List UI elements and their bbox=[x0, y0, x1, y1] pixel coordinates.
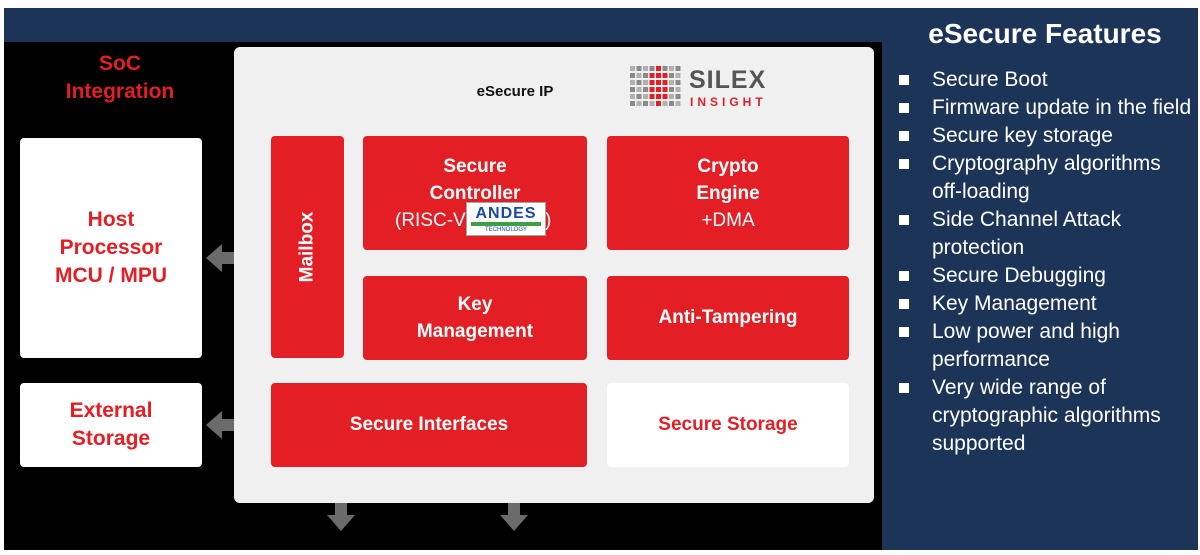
andes-logo: ANDES TECHNOLOGY bbox=[466, 202, 546, 236]
silex-logo-name: SILEX bbox=[689, 66, 767, 94]
mailbox-block: Mailbox bbox=[271, 136, 344, 358]
feature-item: Low power and high performance bbox=[898, 318, 1194, 374]
silex-logo-sub: INSIGHT bbox=[690, 95, 767, 109]
feature-item: Firmware update in the field bbox=[898, 94, 1194, 122]
mailbox-label: Mailbox bbox=[296, 211, 318, 283]
andes-logo-wave bbox=[471, 221, 541, 226]
anti-tampering-block: Anti-Tampering bbox=[607, 276, 849, 360]
host-processor-block: Host Processor MCU / MPU bbox=[20, 138, 202, 358]
soc-label-line: SoC bbox=[99, 52, 141, 75]
crypto-engine-line: Crypto bbox=[697, 155, 759, 177]
host-label-line: Host bbox=[87, 208, 135, 231]
bullet-icon bbox=[899, 215, 909, 225]
feature-item: Secure Debugging bbox=[898, 262, 1194, 290]
feature-item: Key Management bbox=[898, 290, 1194, 318]
feature-text: Cryptography algorithms off-loading bbox=[932, 152, 1161, 203]
feature-text: Firmware update in the field bbox=[932, 96, 1192, 119]
host-label-line: Processor bbox=[59, 236, 163, 259]
bullet-icon bbox=[899, 327, 909, 337]
external-storage-block: External Storage bbox=[20, 383, 202, 467]
bullet-icon bbox=[899, 103, 909, 113]
host-label-line: MCU / MPU bbox=[55, 264, 167, 287]
feature-item: Secure Boot bbox=[898, 66, 1194, 94]
feature-text: Low power and high performance bbox=[932, 320, 1120, 371]
features-title: eSecure Features bbox=[928, 18, 1162, 49]
secure-storage-block: Secure Storage bbox=[607, 383, 849, 467]
crypto-engine-dma: +DMA bbox=[701, 209, 755, 231]
andes-logo-name: ANDES bbox=[475, 204, 537, 222]
feature-item: Side Channel Attack protection bbox=[898, 206, 1194, 262]
anti-tampering-label: Anti-Tampering bbox=[658, 307, 798, 328]
feature-item: Very wide range of cryptographic algorit… bbox=[898, 374, 1194, 458]
silex-logo-icon bbox=[630, 66, 681, 106]
feature-item: Secure key storage bbox=[898, 122, 1194, 150]
secure-interfaces-label: Secure Interfaces bbox=[349, 414, 509, 435]
crypto-engine-block: Crypto Engine +DMA bbox=[607, 136, 849, 250]
secure-controller-line: Secure bbox=[443, 155, 507, 177]
bullet-icon bbox=[899, 299, 909, 309]
soc-integration-label: SoC Integration bbox=[40, 50, 200, 106]
andes-logo-sub: TECHNOLOGY bbox=[484, 226, 527, 233]
external-label-line: External bbox=[69, 399, 153, 422]
feature-text: Secure Boot bbox=[932, 68, 1048, 91]
feature-text: Secure Debugging bbox=[932, 264, 1106, 287]
soc-label-line: Integration bbox=[65, 80, 175, 103]
bullet-icon bbox=[899, 383, 909, 393]
feature-text: Secure key storage bbox=[932, 124, 1113, 147]
key-management-line: Management bbox=[416, 321, 534, 342]
features-panel bbox=[882, 8, 1198, 550]
bullet-icon bbox=[899, 131, 909, 141]
crypto-engine-line: Engine bbox=[696, 182, 760, 204]
secure-controller-risc: (RISC-V bbox=[395, 209, 466, 231]
bullet-icon bbox=[899, 75, 909, 85]
esecure-ip-label: eSecure IP bbox=[476, 83, 554, 100]
feature-text: Very wide range of cryptographic algorit… bbox=[932, 376, 1161, 455]
feature-item: Cryptography algorithms off-loading bbox=[898, 150, 1194, 206]
secure-controller-line: Controller bbox=[429, 182, 521, 204]
secure-storage-label: Secure Storage bbox=[658, 414, 798, 435]
feature-text: Side Channel Attack protection bbox=[932, 208, 1122, 259]
feature-text: Key Management bbox=[932, 292, 1097, 315]
key-management-line: Key bbox=[457, 294, 493, 315]
key-management-block: Key Management bbox=[363, 276, 587, 360]
bullet-icon bbox=[899, 271, 909, 281]
top-band bbox=[4, 8, 882, 42]
external-label-line: Storage bbox=[71, 427, 151, 450]
secure-controller-close: ) bbox=[545, 209, 552, 231]
bullet-icon bbox=[899, 159, 909, 169]
secure-interfaces-block: Secure Interfaces bbox=[271, 383, 587, 467]
